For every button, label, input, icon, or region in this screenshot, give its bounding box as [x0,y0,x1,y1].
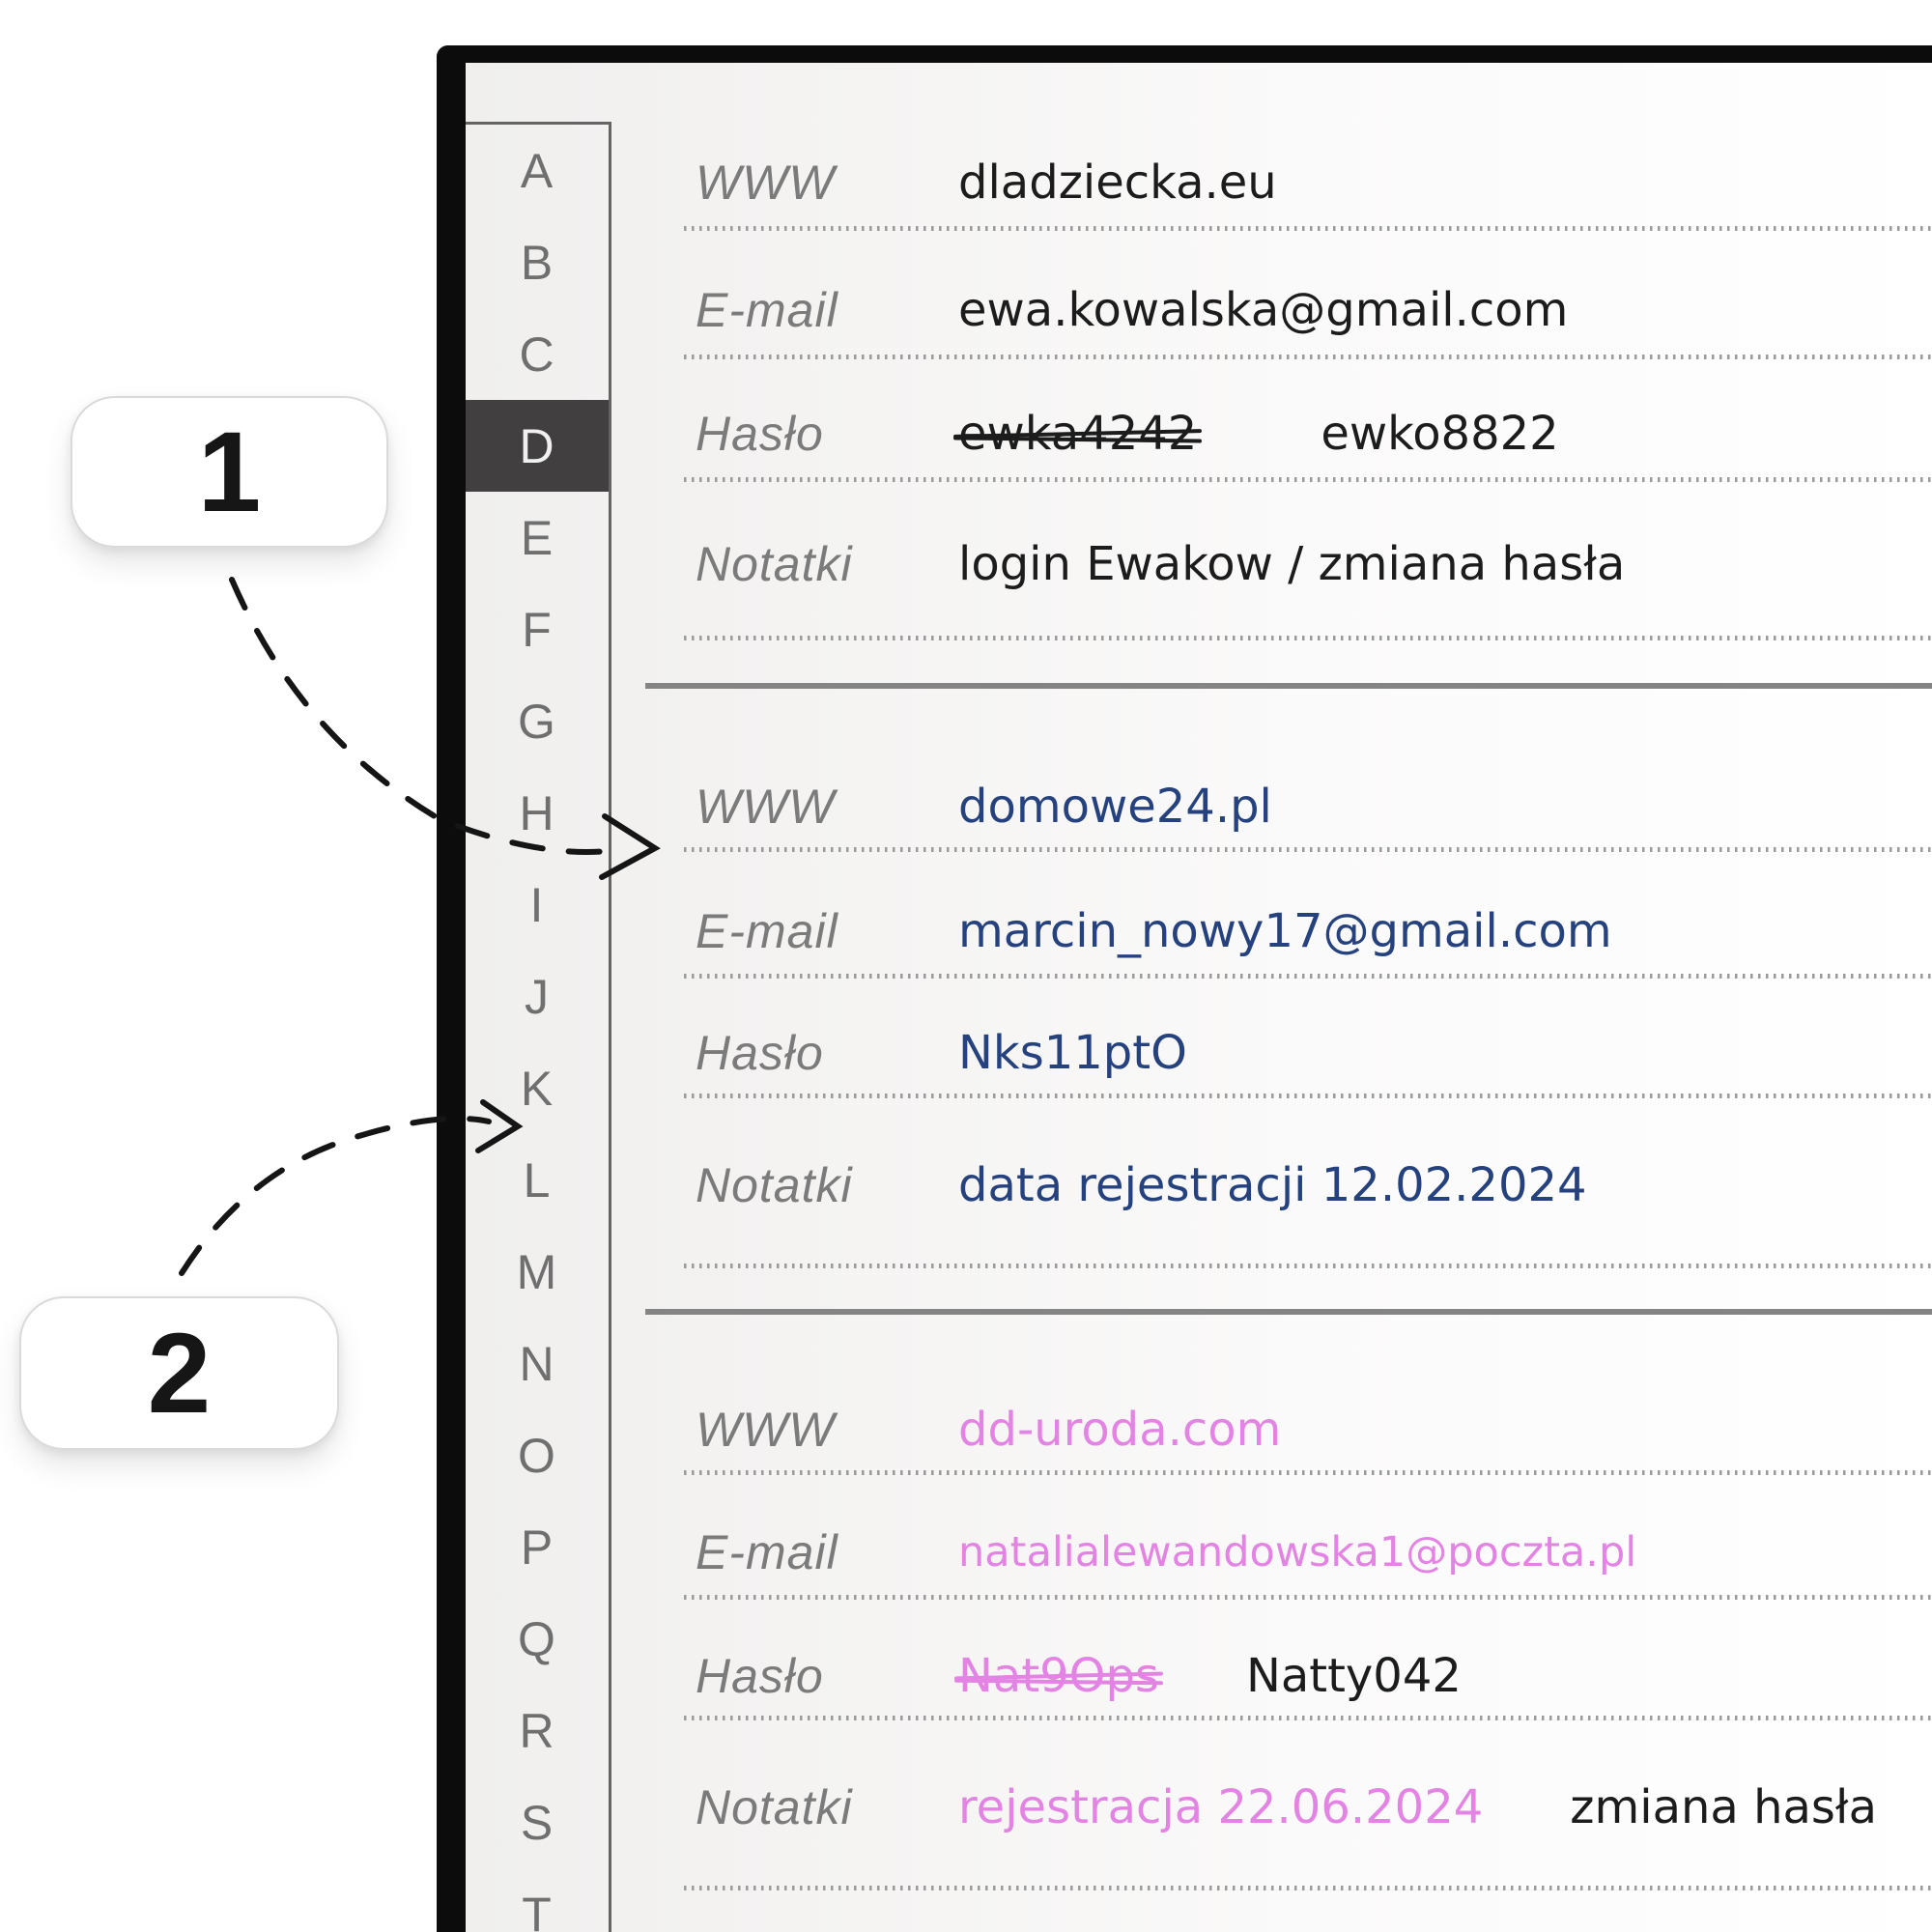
field-label-notes: Notatki [696,1158,853,1212]
email-value: natalialewandowska1@poczta.pl [958,1528,1637,1577]
sidebar-tab-a[interactable]: A [520,143,554,198]
www-row: WWW dd-uroda.com [466,1393,1932,1466]
entry-divider [645,1309,1932,1315]
field-label-password: Hasło [696,1026,824,1080]
password-row: Hasło Nks11ptO [466,1016,1932,1090]
field-line [684,477,1932,482]
field-line [684,1094,1932,1098]
callout-2-number: 2 [147,1309,212,1437]
email-value: ewa.kowalska@gmail.com [958,283,1569,337]
password-new-value: Natty042 [1245,1649,1462,1703]
field-label-notes: Notatki [696,1780,853,1834]
field-label-www: WWW [696,780,836,834]
field-line [684,1470,1932,1475]
notes-value: data rejestracji 12.02.2024 [958,1158,1587,1212]
field-label-email: E-mail [696,283,838,337]
sidebar-tab-k[interactable]: K [520,1061,554,1116]
email-row: E-mail ewa.kowalska@gmail.com [466,273,1932,347]
field-line [684,355,1932,359]
notes-value-part-2: zmiana hasła [1570,1780,1877,1834]
sidebar-tab-s[interactable]: S [520,1795,554,1850]
password-new-value: ewko8822 [1321,407,1559,461]
notes-row: Notatki login Ewakow / zmiana hasła [466,527,1932,601]
field-label-email: E-mail [696,1525,838,1579]
field-label-notes: Notatki [696,537,853,591]
field-label-password: Hasło [696,1649,824,1703]
field-line [684,1264,1932,1268]
field-line [684,1716,1932,1720]
password-value: Nks11ptO [958,1026,1187,1080]
entry-divider [645,683,1932,689]
www-value: domowe24.pl [958,780,1272,834]
field-line [684,847,1932,852]
password-old-value: Nat9Ops [958,1649,1159,1703]
password-old-value: ewka4242 [958,407,1198,461]
sidebar-tab-l[interactable]: L [523,1152,552,1208]
www-row: WWW domowe24.pl [466,770,1932,843]
sidebar-tab-q[interactable]: Q [518,1611,556,1666]
password-row: Hasło ewka4242 ewko8822 [466,397,1932,470]
sidebar-tab-p[interactable]: P [520,1520,554,1575]
field-label-www: WWW [696,156,836,210]
email-row: E-mail marcin_nowy17@gmail.com [466,895,1932,968]
notes-value: rejestracja 22.06.2024 zmiana hasła [958,1780,1877,1834]
password-value: ewka4242 ewko8822 [958,407,1559,461]
notes-value-part-1: rejestracja 22.06.2024 [958,1780,1484,1834]
password-value: Nat9Ops Natty042 [958,1649,1462,1703]
sidebar-tab-d[interactable]: D [466,400,609,492]
sidebar-tab-c[interactable]: C [519,327,555,382]
callout-1: 1 [71,396,388,548]
sidebar-tab-r[interactable]: R [519,1703,555,1758]
field-line [684,1595,1932,1600]
callout-2: 2 [19,1296,339,1450]
field-line [684,974,1932,979]
sidebar-tab-b[interactable]: B [520,235,554,290]
notes-row: Notatki rejestracja 22.06.2024 zmiana ha… [466,1771,1932,1844]
sidebar-tab-o[interactable]: O [518,1428,556,1483]
email-row: E-mail natalialewandowska1@poczta.pl [466,1516,1932,1589]
password-row: Hasło Nat9Ops Natty042 [466,1639,1932,1713]
sidebar-tab-t[interactable]: T [522,1887,553,1932]
www-value: dladziecka.eu [958,156,1277,210]
sidebar-tab-j[interactable]: J [525,969,550,1024]
field-line [684,636,1932,640]
notes-value: login Ewakow / zmiana hasła [958,537,1626,591]
email-value: marcin_nowy17@gmail.com [958,904,1612,958]
www-value: dd-uroda.com [958,1403,1282,1457]
notes-row: Notatki data rejestracji 12.02.2024 [466,1149,1932,1222]
www-row: WWW dladziecka.eu [466,146,1932,219]
sidebar-tab-e[interactable]: E [520,510,554,565]
field-line [684,226,1932,231]
sidebar-tab-n[interactable]: N [519,1336,555,1391]
sidebar-tab-g[interactable]: G [518,694,556,749]
sidebar-tab-i[interactable]: I [529,877,545,932]
sidebar-tab-m[interactable]: M [516,1244,558,1299]
field-label-password: Hasło [696,407,824,461]
field-line [684,1886,1932,1890]
field-label-email: E-mail [696,904,838,958]
field-label-www: WWW [696,1403,836,1457]
callout-1-number: 1 [197,408,262,536]
